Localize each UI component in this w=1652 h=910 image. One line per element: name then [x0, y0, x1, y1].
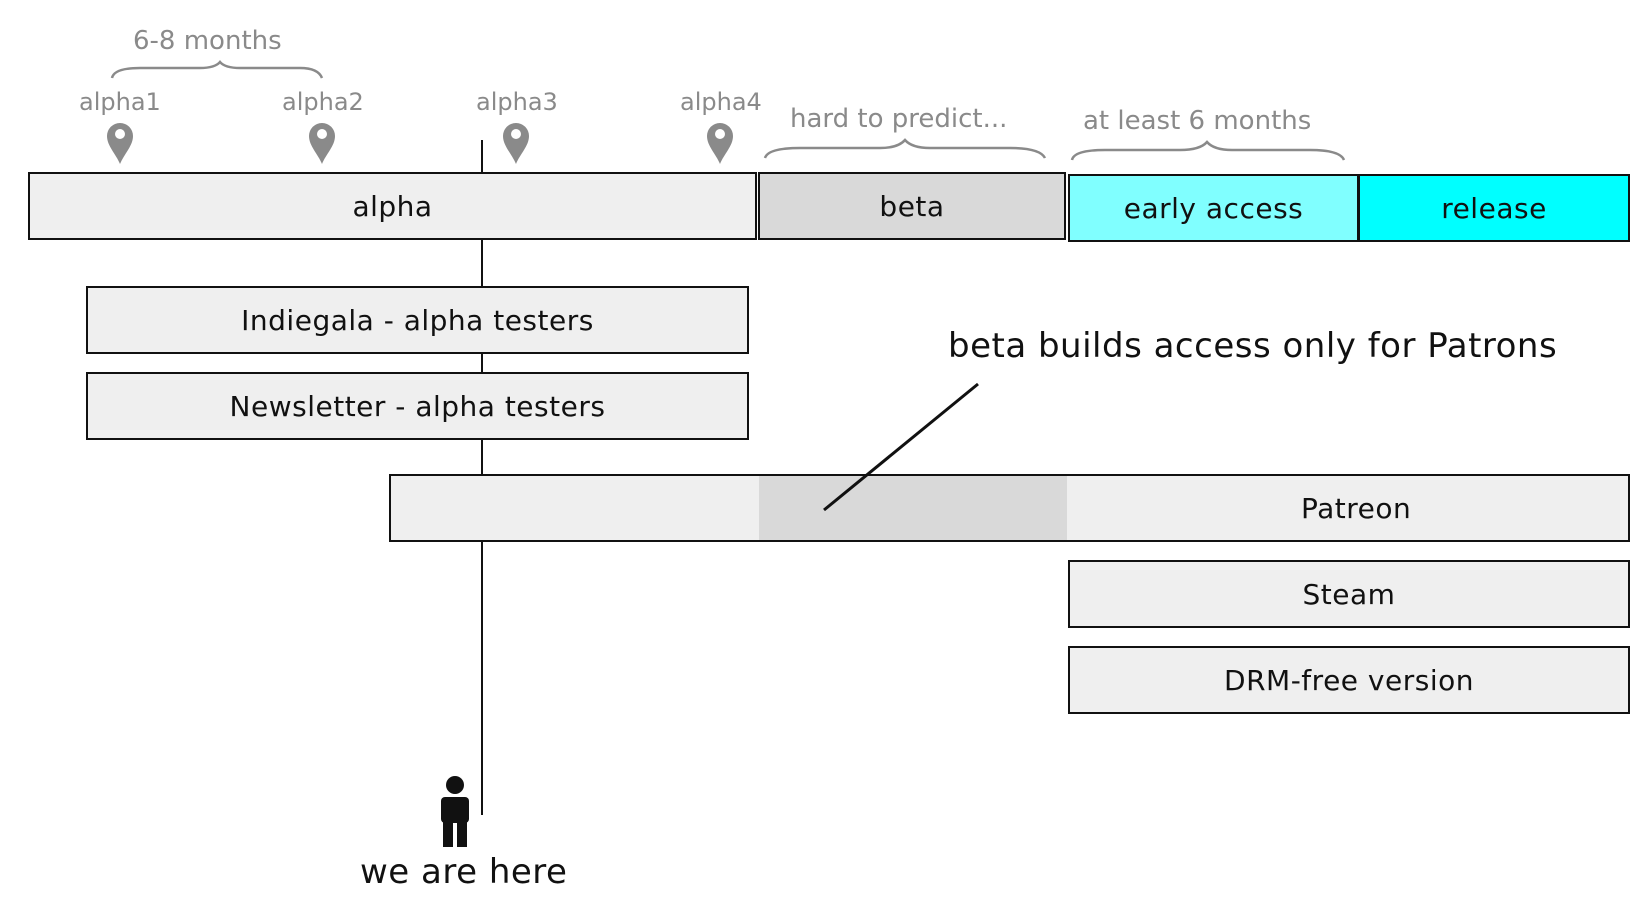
beta-duration-note: hard to predict...	[790, 104, 1008, 134]
phase-beta: beta	[758, 172, 1066, 240]
person-icon	[441, 776, 469, 847]
brace-beta	[763, 138, 1047, 159]
brace-alpha-interval	[110, 60, 324, 79]
patreon-beta-segment	[759, 476, 1067, 540]
brace-early-access	[1070, 140, 1346, 161]
phase-release: release	[1358, 174, 1630, 242]
phase-alpha: alpha	[28, 172, 757, 240]
early-access-duration-note: at least 6 months	[1083, 106, 1312, 136]
milestone-label-alpha1: alpha1	[79, 88, 161, 116]
map-pin-icon	[503, 123, 529, 164]
map-pin-icon	[309, 123, 335, 164]
channel-drm-free: DRM-free version	[1068, 646, 1630, 714]
channel-steam: Steam	[1068, 560, 1630, 628]
alpha-interval-note: 6-8 months	[133, 26, 282, 56]
map-pin-icon	[107, 123, 133, 164]
map-pin-icon	[707, 123, 733, 164]
current-position-label: we are here	[360, 852, 568, 892]
channel-indiegala: Indiegala - alpha testers	[86, 286, 749, 354]
milestone-label-alpha3: alpha3	[476, 88, 558, 116]
milestone-label-alpha4: alpha4	[680, 88, 762, 116]
milestone-label-alpha2: alpha2	[282, 88, 364, 116]
patreon-label: Patreon	[1301, 492, 1412, 525]
annotation-pointer-line	[823, 382, 979, 512]
channel-newsletter: Newsletter - alpha testers	[86, 372, 749, 440]
channel-patreon: Patreon	[389, 474, 1630, 542]
patreon-beta-annotation: beta builds access only for Patrons	[948, 326, 1558, 366]
phase-early-access: early access	[1068, 174, 1359, 242]
